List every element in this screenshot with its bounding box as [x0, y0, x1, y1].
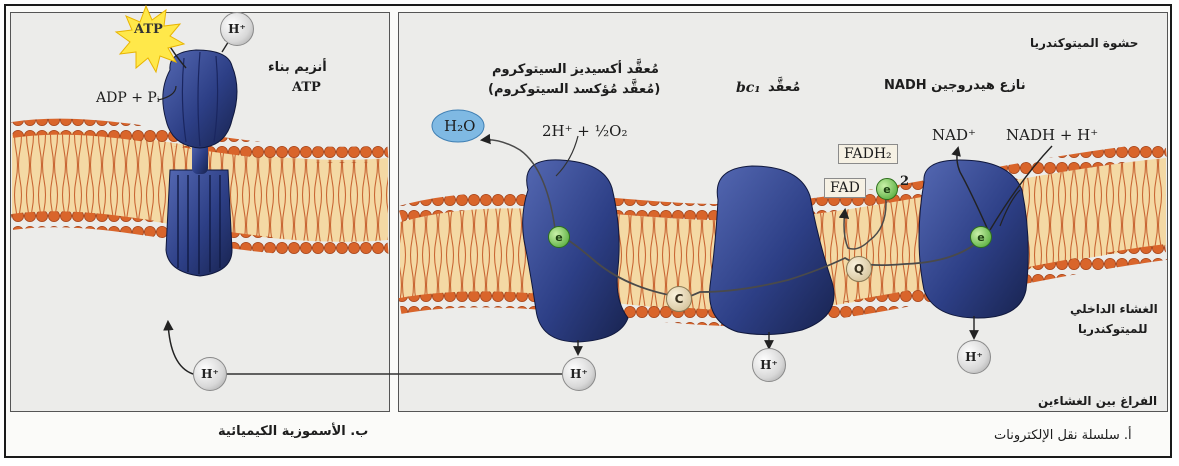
- cytochrome-oxidase-label-line2: (مُعقَّد مُؤكسد السيتوكروم): [488, 82, 660, 97]
- nad-plus-label: NAD⁺: [932, 126, 976, 144]
- electron-cytochrome-oxidase: e: [548, 226, 570, 248]
- caption-chemiosmosis: ب. الأسموزية الكيميائية: [218, 424, 368, 439]
- adp-pi-label: ADP + Pᵢ: [96, 90, 160, 106]
- fadh2-label: FADH₂: [838, 144, 898, 164]
- proton-return-arrow: [168, 322, 193, 374]
- atp-synthase-label-line2: ATP: [292, 80, 321, 95]
- bc1-complex-prefix: مُعقَّد: [768, 80, 800, 95]
- oxygen-reaction-label: 2H⁺ + ½O₂: [542, 122, 628, 140]
- electron-nadh: e: [970, 226, 992, 248]
- ubiquinone-carrier: Q: [846, 256, 872, 282]
- atp-synthase-label-line1: أنزيم بناء: [268, 60, 327, 75]
- inner-membrane-label-line1: الغشاء الداخلي: [1070, 302, 1158, 316]
- matrix-label: حشوة الميتوكندريا: [1030, 36, 1138, 50]
- nadh-h-label: NADH + H⁺: [1006, 126, 1098, 144]
- h-ion-complex4: H⁺: [562, 357, 596, 391]
- cytochrome-c-carrier: C: [666, 286, 692, 312]
- h-ion-nadh: H⁺: [957, 340, 991, 374]
- inner-membrane-label-line2: للميتوكندريا: [1078, 322, 1148, 336]
- atp-label: ATP: [134, 22, 163, 37]
- fadh2-electron-count: 2: [900, 174, 909, 189]
- fad-label: FAD: [824, 178, 866, 198]
- electron-fadh2: e: [876, 178, 898, 200]
- bc1-complex-name: bc₁: [736, 80, 760, 96]
- caption-electron-transport: أ. سلسلة نقل الإلكترونات: [994, 428, 1132, 443]
- h-ion-bc1: H⁺: [752, 348, 786, 382]
- nadh-dehydrogenase-label: نازع هيدروجين NADH: [884, 78, 1026, 93]
- cytochrome-oxidase-protein: [523, 160, 628, 342]
- h-ion-top: H⁺: [220, 12, 254, 46]
- water-label: H₂O: [444, 117, 475, 135]
- cytochrome-oxidase-label-line1: مُعقَّد أكسيديز السيتوكروم: [492, 62, 659, 77]
- intermembrane-label: الفراغ بين الغشاءين: [1038, 394, 1157, 408]
- bc1-complex-protein: [710, 166, 834, 335]
- h-ion-left: H⁺: [193, 357, 227, 391]
